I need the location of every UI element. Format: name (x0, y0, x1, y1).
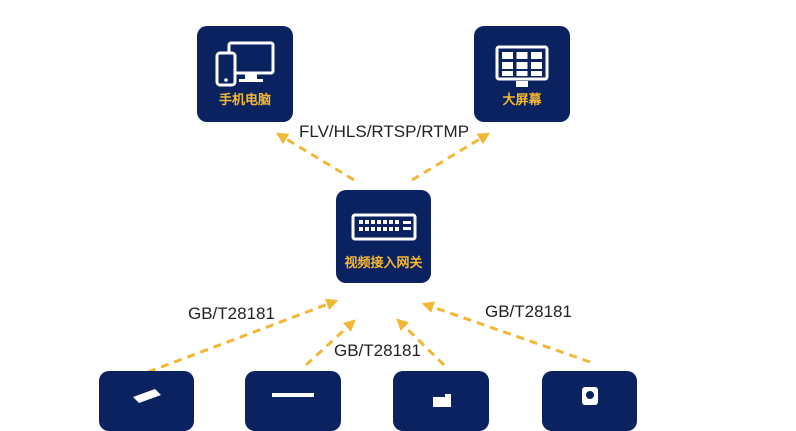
rack-device-icon (351, 213, 416, 241)
arrow-gateway-to-screen (411, 132, 491, 182)
phone-monitor-icon (215, 41, 275, 87)
recorder-icon (272, 393, 314, 397)
device-icon (581, 387, 598, 405)
node-source-1 (99, 371, 194, 431)
camera-icon (132, 389, 161, 403)
node-screen-label: 大屏幕 (502, 93, 542, 108)
arrow-layer (147, 132, 591, 374)
node-screen: 大屏幕 (474, 26, 570, 122)
node-source-3 (393, 371, 489, 431)
node-pc: 手机电脑 (197, 26, 293, 122)
dome-camera-icon (433, 394, 451, 407)
edge-label-input-middle: GB/T28181 (334, 341, 421, 360)
node-gateway: 视频接入网关 (336, 190, 431, 283)
node-source-2 (245, 371, 341, 431)
arrow-camera3-to-gateway (396, 318, 446, 367)
edge-label-input-left: GB/T28181 (188, 304, 275, 323)
arrow-camera4-to-gateway (421, 301, 591, 364)
arrow-camera1-to-gateway (147, 298, 339, 374)
node-gateway-label: 视频接入网关 (344, 256, 423, 271)
video-wall-icon (495, 45, 549, 87)
edge-label-output: FLV/HLS/RTSP/RTMP (299, 122, 470, 141)
arrow-gateway-to-pc (275, 132, 355, 182)
arrow-camera2-to-gateway (304, 319, 356, 367)
node-source-4 (542, 371, 637, 431)
node-pc-label: 手机电脑 (218, 93, 271, 108)
edge-label-input-right: GB/T28181 (485, 302, 572, 321)
